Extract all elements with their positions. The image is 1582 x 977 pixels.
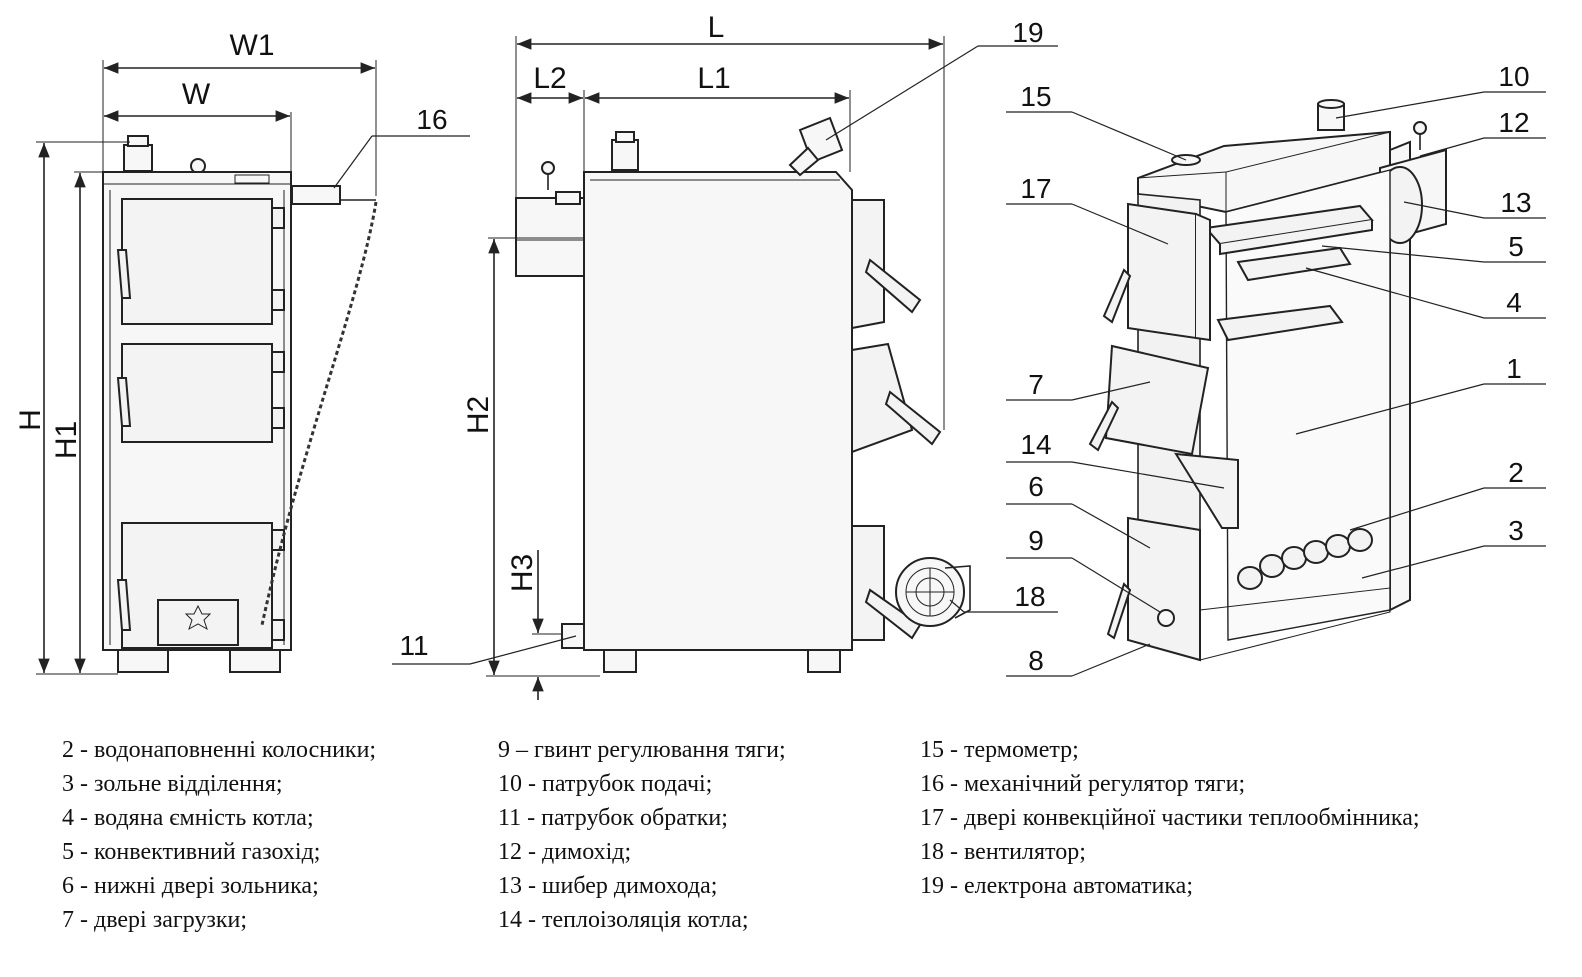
parts-legend: 2 - водонаповненні колосники; 3 - зольне…: [0, 733, 1582, 963]
legend-item: 10 - патрубок подачі;: [498, 771, 713, 797]
dim-H3: H3: [506, 554, 539, 592]
callout-11: 11: [399, 630, 428, 661]
callout-15: 15: [1020, 81, 1051, 112]
callout-leaders: [333, 45, 1546, 677]
front-view: [102, 135, 378, 673]
callout-7: 7: [1028, 369, 1044, 400]
legend-item: 17 - двері конвекційної частики теплообм…: [920, 805, 1420, 831]
callout-8: 8: [1028, 645, 1044, 676]
side-dimensions: L L2 L1 H2 H3: [462, 11, 945, 700]
boiler-drawing: W1 W H H1: [14, 11, 1546, 700]
legend-item: 18 - вентилятор;: [920, 839, 1086, 865]
legend-item: 14 - теплоізоляція котла;: [498, 907, 749, 933]
callout-18: 18: [1014, 581, 1045, 612]
callout-14: 14: [1020, 429, 1051, 460]
side-view: [515, 116, 971, 673]
dim-W1: W1: [230, 29, 275, 62]
dim-L1: L1: [697, 62, 730, 95]
legend-item: 11 - патрубок обратки;: [498, 805, 728, 831]
door-17: [1127, 202, 1197, 340]
legend-item: 3 - зольне відділення;: [62, 771, 283, 797]
callout-17: 17: [1020, 173, 1051, 204]
callout-3: 3: [1508, 515, 1524, 546]
dim-H2: H2: [462, 396, 495, 434]
legend-item: 16 - механічний регулятор тяги;: [920, 771, 1246, 797]
callout-1: 1: [1506, 353, 1522, 384]
legend-item: 12 - димохід;: [498, 839, 632, 865]
door-top: [121, 198, 273, 325]
callout-2: 2: [1508, 457, 1524, 488]
legend-item: 15 - термометр;: [920, 737, 1079, 763]
door-middle: [121, 343, 273, 443]
legend-item: 2 - водонаповненні колосники;: [62, 737, 377, 763]
callout-12: 12: [1498, 107, 1529, 138]
dim-H: H: [14, 409, 47, 431]
legend-item: 13 - шибер димохода;: [498, 873, 718, 899]
callout-9: 9: [1028, 525, 1044, 556]
dim-W: W: [182, 78, 211, 111]
door-6: [1127, 516, 1201, 662]
legend-item: 4 - водяна ємність котла;: [62, 805, 314, 831]
fan: [895, 557, 971, 627]
callout-19: 19: [1012, 17, 1043, 48]
legend-column-2: 9 – гвинт регулювання тяги; 10 - патрубо…: [498, 733, 786, 937]
door-7: [1104, 344, 1210, 456]
callout-13: 13: [1500, 187, 1531, 218]
dim-L: L: [708, 11, 725, 44]
legend-item: 7 - двері загрузки;: [62, 907, 248, 933]
callout-4: 4: [1506, 287, 1522, 318]
callout-6: 6: [1028, 471, 1044, 502]
front-dimensions: W1 W H H1: [14, 29, 377, 675]
legend-item: 5 - конвективний газохід;: [62, 839, 321, 865]
legend-item: 6 - нижні двері зольника;: [62, 873, 319, 899]
legend-item: 9 – гвинт регулювання тяги;: [498, 737, 786, 763]
callout-5: 5: [1508, 231, 1524, 262]
cutaway-view: [1088, 99, 1447, 662]
dim-H1: H1: [50, 421, 83, 459]
dim-L2: L2: [533, 62, 566, 95]
legend-column-1: 2 - водонаповненні колосники; 3 - зольне…: [62, 733, 376, 937]
callout-numbers: 16 19 11 18 15 10 12 13 17 5 4 7 1 14 2 …: [399, 17, 1531, 676]
callout-10: 10: [1498, 61, 1529, 92]
callout-16: 16: [416, 104, 447, 135]
legend-item: 19 - електрона автоматика;: [920, 873, 1193, 899]
legend-column-3: 15 - термометр; 16 - механічний регулято…: [920, 733, 1420, 903]
